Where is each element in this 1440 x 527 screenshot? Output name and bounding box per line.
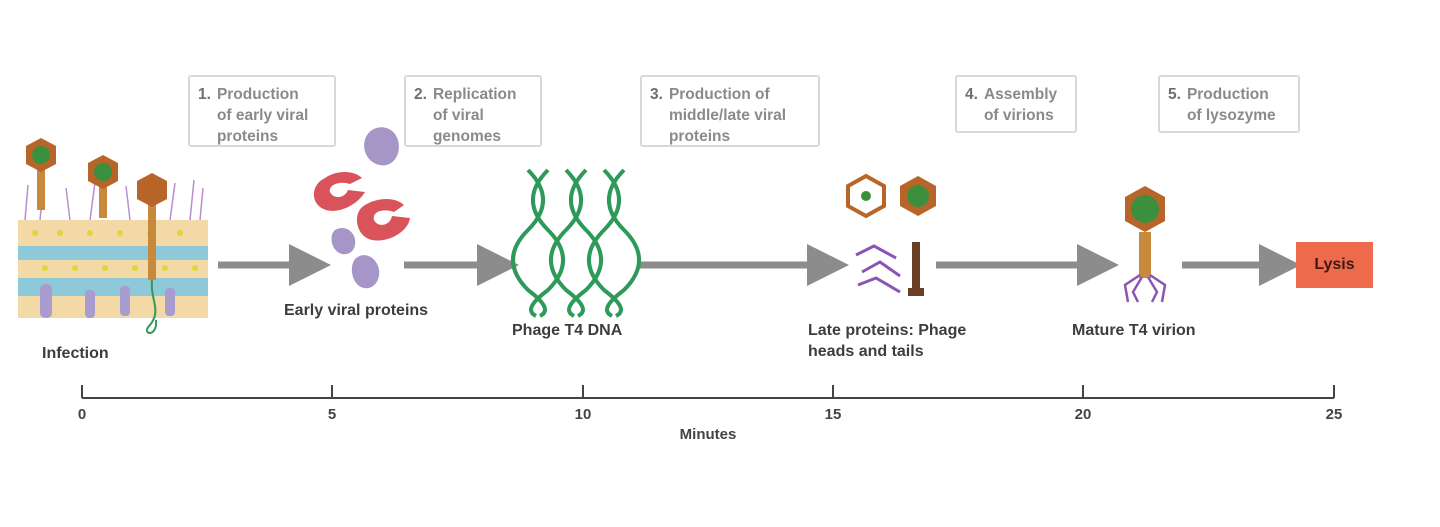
early-proteins-label: Early viral proteins (284, 302, 429, 319)
tick-label-25: 25 (1325, 406, 1343, 423)
step-box-2: 2. Replication of viral genomes (404, 75, 542, 147)
tick-label-15: 15 (824, 406, 842, 423)
step-number: 3. (650, 86, 663, 103)
tick-label-10: 10 (574, 406, 592, 423)
mature-virion-illustration (1123, 186, 1167, 303)
infection-label: Infection (42, 345, 109, 362)
tick-label-20: 20 (1074, 406, 1092, 423)
lysis-box: Lysis (1296, 242, 1373, 288)
phage-on-cell-icon (88, 155, 118, 218)
phage-on-cell-icon (26, 138, 56, 210)
phage-dna-label: Phage T4 DNA (512, 322, 623, 339)
step-number: 1. (198, 86, 211, 103)
tick-label-5: 5 (327, 406, 337, 423)
timeline-axis (81, 385, 1335, 399)
step-box-1: 1. Production of early viral proteins (188, 75, 336, 147)
step-text: Production of lysozyme (1186, 86, 1276, 124)
step-number: 2. (414, 86, 427, 103)
step-text: Assembly of virions (983, 86, 1058, 124)
tick-label-0: 0 (77, 406, 87, 423)
late-proteins-label: Late proteins: Phage heads and tails (808, 322, 967, 360)
step-text: Production of early viral proteins (216, 86, 309, 145)
step-text: Production of middle/late viral proteins (668, 86, 787, 145)
step-box-3: 3. Production of middle/late viral prote… (640, 75, 820, 147)
step-number: 5. (1168, 86, 1181, 103)
step-box-4: 4. Assembly of virions (955, 75, 1077, 133)
bacterial-envelope-illustration (18, 138, 208, 334)
early-proteins-illustration (313, 127, 410, 289)
step-box-5: 5. Production of lysozyme (1158, 75, 1300, 133)
phage-dna-illustration (511, 168, 641, 318)
axis-title: Minutes (679, 426, 737, 443)
late-proteins-illustration (846, 173, 936, 296)
step-text: Replication of viral genomes (432, 86, 517, 145)
mature-virion-label: Mature T4 virion (1072, 322, 1196, 339)
step-number: 4. (965, 86, 978, 103)
phage-injecting-icon (137, 173, 167, 334)
